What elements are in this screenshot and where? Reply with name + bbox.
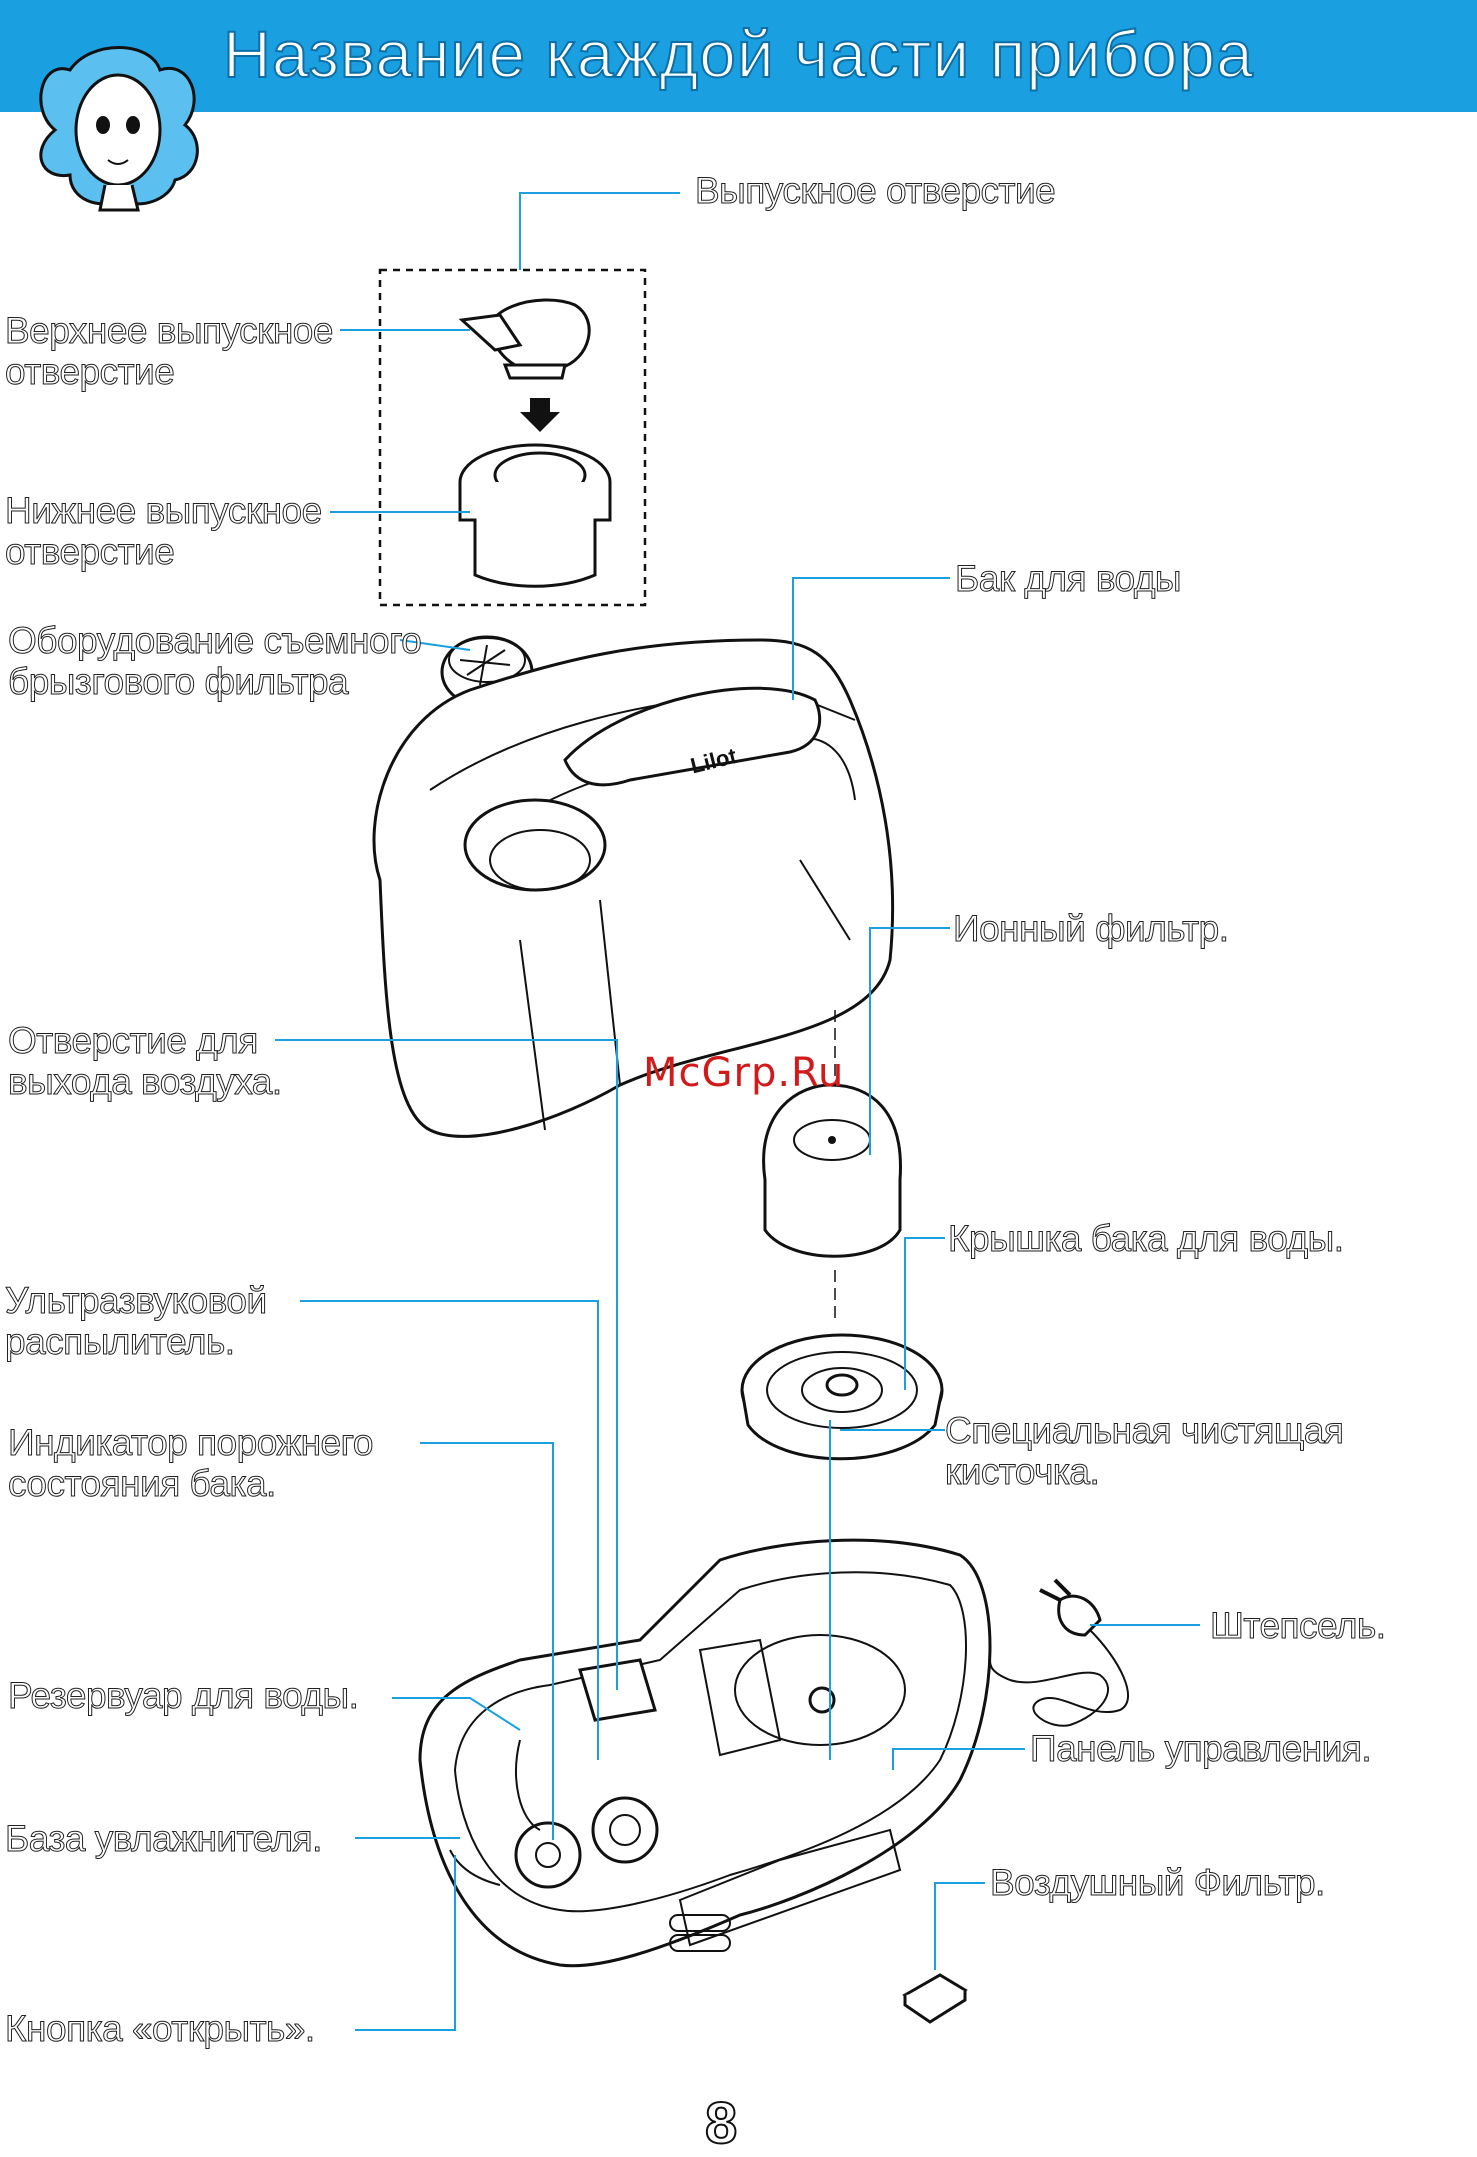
label-reservoir: Резервуар для воды. [7,1675,359,1717]
label-ion-filter: Ионный фильтр. [952,908,1229,950]
label-outlet: Выпускное отверстие [694,170,1056,212]
watermark: McGrp.Ru [643,1050,845,1096]
ion-filter-part [762,1083,902,1258]
label-air-outlet: Отверстие для выхода воздуха. [8,1020,283,1103]
label-open-button: Кнопка «открыть». [5,2008,316,2050]
label-ultrasonic: Ультразвуковой распылитель. [5,1280,268,1363]
humidifier-base-part [418,1538,992,1968]
label-air-filter: Воздушный Фильтр. [990,1862,1326,1904]
header-bar [0,0,1477,112]
label-base: База увлажнителя. [5,1818,323,1860]
label-water-tank: Бак для воды [954,558,1182,600]
label-splash-filter: Оборудование съемного брызгового фильтра [7,620,422,703]
label-upper-outlet: Верхнее выпускное отверстие [5,310,334,393]
plug-part [989,1578,1130,1727]
tank-cap-part [740,1333,944,1461]
label-tank-cap: Крышка бака для воды. [948,1218,1345,1260]
page-number: 8 [704,2090,738,2157]
woman-face-icon [39,46,199,212]
label-lower-outlet: Нижнее выпускное отверстие [5,490,323,573]
label-brush: Специальная чистящая кисточка. [945,1410,1345,1493]
air-filter-part [902,1973,968,2024]
upper-outlet-part [458,298,591,380]
label-empty-indicator: Индикатор порожнего состояния бака. [8,1422,374,1505]
label-control-panel: Панель управления. [1029,1728,1372,1770]
page-title: Название каждой части прибора [222,16,1254,92]
lower-outlet-part [458,443,612,588]
label-plug: Штепсель. [1210,1605,1387,1647]
water-tank-part: Lilot [372,638,895,1138]
